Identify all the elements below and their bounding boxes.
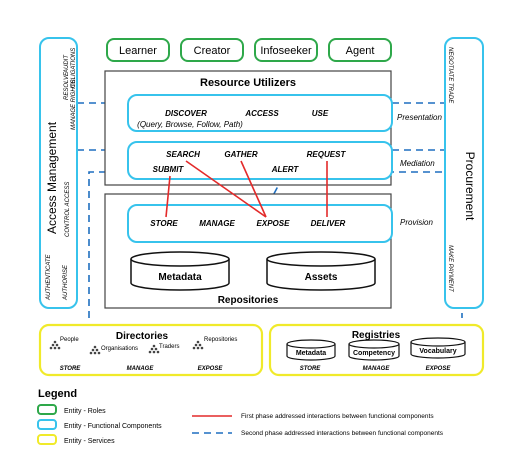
prov-deliver: DELIVER <box>311 219 346 228</box>
metadata-cylinder-top <box>130 251 230 267</box>
presentation-component <box>127 94 393 132</box>
legend-services: Entity - Services <box>64 438 115 445</box>
role-agent: Agent <box>346 45 375 57</box>
reg-store: STORE <box>300 366 322 372</box>
dir-manage: MANAGE <box>127 366 155 372</box>
legend: Legend Entity - Roles Entity - Functiona… <box>37 388 444 445</box>
assets-cylinder-body <box>266 259 376 291</box>
dir-organisations: Organisations <box>101 346 138 352</box>
med-search: SEARCH <box>166 150 200 159</box>
legend-functional: Entity - Functional Components <box>64 423 162 430</box>
traders-icon <box>148 344 160 354</box>
registries-title: Registries <box>352 330 401 341</box>
proc-make-payment: MAKE PAYMENT <box>447 245 453 293</box>
am-manage-rights: MANAGE RIGHTS <box>71 80 77 130</box>
am-audit: AUDIT <box>64 54 70 74</box>
am-authorise: AUTHORISE <box>63 264 69 301</box>
repositories-title: Repositories <box>218 295 279 306</box>
people-icon <box>49 340 61 350</box>
proc-negotiate-trade: NEGOTIATE TRADE <box>447 47 453 104</box>
prov-store: STORE <box>150 219 178 228</box>
assets-store: Assets <box>266 251 376 291</box>
metadata-cylinder-body <box>130 259 230 291</box>
layer-provision: Provision <box>400 218 433 227</box>
am-resolve: RESOLVE <box>64 71 70 100</box>
directories-title: Directories <box>116 331 169 342</box>
connector-gather-expose <box>240 160 267 218</box>
pres-detail: (Query, Browse, Follow, Path) <box>137 120 243 129</box>
assets-label: Assets <box>305 272 338 283</box>
legend-second-phase: Second phase addressed interactions betw… <box>241 430 444 437</box>
role-infoseeker: Infoseeker <box>260 45 312 57</box>
roles: Learner Creator Infoseeker Agent <box>106 38 392 62</box>
repositories-icon <box>192 340 204 350</box>
reg-metadata: Metadata <box>296 350 326 357</box>
am-authenticate: AUTHENTICATE <box>46 253 52 301</box>
procurement: Procurement NEGOTIATE TRADE MAKE PAYMENT <box>444 37 484 309</box>
mediation-component <box>127 141 393 180</box>
role-box-infoseeker <box>254 38 318 62</box>
pres-use: USE <box>312 109 329 118</box>
connector-submit-store <box>165 175 171 218</box>
access-management-title: Access Management <box>45 121 59 234</box>
access-management-box <box>39 37 78 309</box>
access-management: Access Management RESOLVE AUDIT MANAGE R… <box>39 37 78 309</box>
connector-search-expose <box>185 160 267 218</box>
dir-store: STORE <box>60 366 82 372</box>
am-control-access: CONTROL ACCESS <box>65 182 71 237</box>
directories: Directories People Organisations Traders… <box>38 323 264 377</box>
layer-mediation: Mediation <box>400 159 435 168</box>
procurement-title: Procurement <box>463 152 477 221</box>
registries: Registries Metadata Competency Vocabular… <box>268 323 485 377</box>
legend-swatch-services <box>37 434 57 445</box>
med-request: REQUEST <box>307 150 347 159</box>
reg-vocabulary: Vocabulary <box>419 348 456 355</box>
legend-swatch-functional <box>37 419 57 430</box>
pres-access: ACCESS <box>244 109 279 118</box>
role-creator: Creator <box>194 45 231 57</box>
resource-utilizers: Resource Utilizers DISCOVER ACCESS USE (… <box>104 70 393 186</box>
prov-expose: EXPOSE <box>257 219 291 228</box>
role-learner: Learner <box>119 45 157 57</box>
directories-box <box>38 323 264 377</box>
role-box-creator <box>180 38 244 62</box>
reg-expose: EXPOSE <box>426 366 452 372</box>
am-obligations: OBLIGATIONS <box>71 48 77 88</box>
resource-utilizers-title: Resource Utilizers <box>200 77 296 89</box>
med-alert: ALERT <box>271 165 300 174</box>
organisations-icon <box>89 345 101 355</box>
dir-traders: Traders <box>159 344 179 350</box>
reg-competency: Competency <box>353 350 395 357</box>
reg-manage: MANAGE <box>363 366 391 372</box>
role-box-learner <box>106 38 170 62</box>
med-submit: SUBMIT <box>153 165 185 174</box>
repositories: STORE MANAGE EXPOSE DELIVER Metadata Ass… <box>104 193 393 309</box>
role-box-agent <box>328 38 392 62</box>
registry-vocabulary: Vocabulary <box>410 337 466 359</box>
dir-expose: EXPOSE <box>198 366 224 372</box>
registry-competency: Competency <box>348 339 400 361</box>
procurement-box <box>444 37 484 309</box>
first-phase-connectors <box>165 160 328 218</box>
metadata-store: Metadata <box>130 251 230 291</box>
med-gather: GATHER <box>224 150 257 159</box>
prov-manage: MANAGE <box>199 219 235 228</box>
pres-discover: DISCOVER <box>165 109 207 118</box>
layer-presentation: Presentation <box>397 113 442 122</box>
legend-roles: Entity - Roles <box>64 408 106 415</box>
dir-repositories: Repositories <box>204 337 237 343</box>
legend-first-phase: First phase addressed interactions betwe… <box>241 413 434 420</box>
assets-cylinder-top <box>266 251 376 267</box>
registry-metadata: Metadata <box>286 339 336 361</box>
legend-swatch-roles <box>37 404 57 415</box>
dir-people: People <box>60 337 79 343</box>
legend-title: Legend <box>38 388 77 400</box>
metadata-label: Metadata <box>158 272 202 283</box>
